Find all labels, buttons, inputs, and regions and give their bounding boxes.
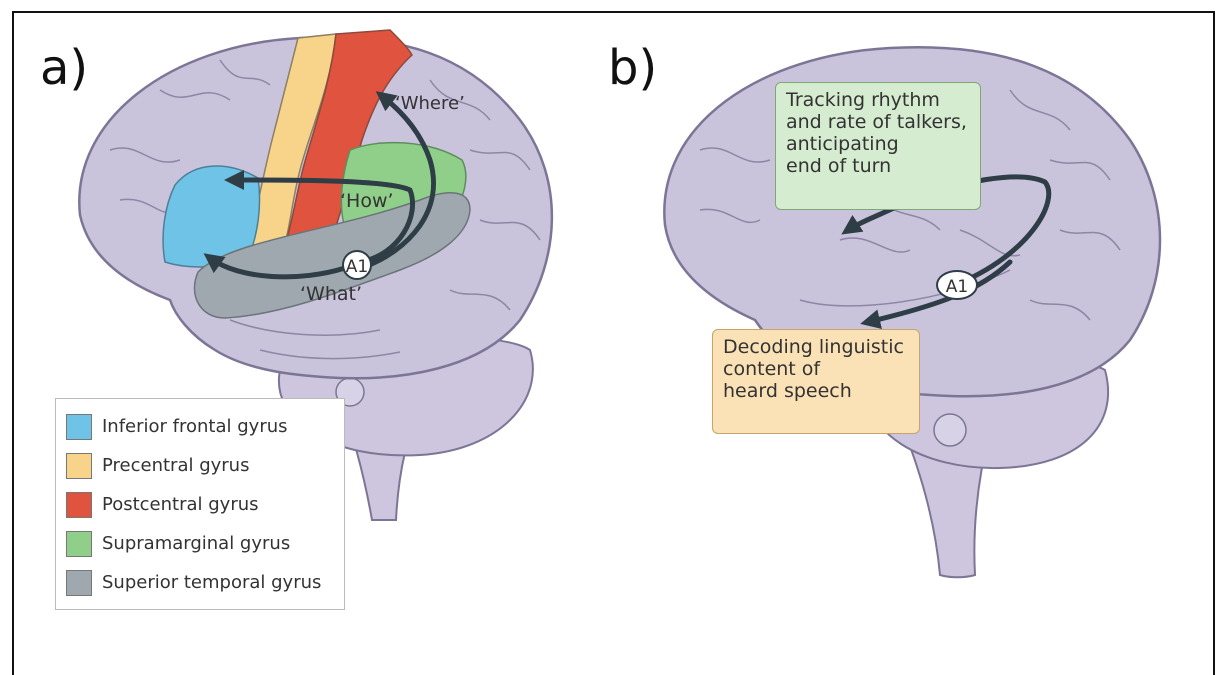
a1-node-b-label: A1 xyxy=(946,277,968,297)
decoding-callout: Decoding linguistic content of heard spe… xyxy=(712,329,920,434)
decoding-callout-line: Decoding linguistic xyxy=(723,336,909,358)
legend-swatch xyxy=(66,570,92,596)
legend: Inferior frontal gyrus Precentral gyrus … xyxy=(55,398,345,610)
decoding-callout-line: content of xyxy=(723,358,909,380)
legend-swatch xyxy=(66,453,92,479)
legend-swatch xyxy=(66,492,92,518)
legend-label: Precentral gyrus xyxy=(102,455,249,476)
legend-item-superior-temporal: Superior temporal gyrus xyxy=(66,563,334,602)
rhythm-callout-line: and rate of talkers, xyxy=(786,111,970,133)
legend-item-postcentral: Postcentral gyrus xyxy=(66,485,334,524)
panel-label-b: b) xyxy=(608,44,657,92)
what-label: ‘What’ xyxy=(300,283,362,305)
legend-swatch xyxy=(66,531,92,557)
rhythm-callout-line: end of turn xyxy=(786,155,970,177)
rhythm-callout-line: Tracking rhythm xyxy=(786,89,970,111)
panel-label-a: a) xyxy=(40,44,88,92)
legend-label: Inferior frontal gyrus xyxy=(102,416,288,437)
a1-node-a-label: A1 xyxy=(346,257,368,277)
legend-swatch xyxy=(66,414,92,440)
where-label: ‘Where’ xyxy=(395,93,465,114)
rhythm-callout-line: anticipating xyxy=(786,133,970,155)
legend-item-supramarginal: Supramarginal gyrus xyxy=(66,524,334,563)
rhythm-callout: Tracking rhythm and rate of talkers, ant… xyxy=(775,82,981,210)
decoding-callout-line: heard speech xyxy=(723,380,909,402)
legend-item-inferior-frontal: Inferior frontal gyrus xyxy=(66,407,334,446)
how-label: ‘How’ xyxy=(340,190,394,212)
cerebellum-hub-b xyxy=(934,414,966,446)
legend-label: Superior temporal gyrus xyxy=(102,572,321,593)
legend-label: Supramarginal gyrus xyxy=(102,533,290,554)
legend-item-precentral: Precentral gyrus xyxy=(66,446,334,485)
legend-label: Postcentral gyrus xyxy=(102,494,259,515)
